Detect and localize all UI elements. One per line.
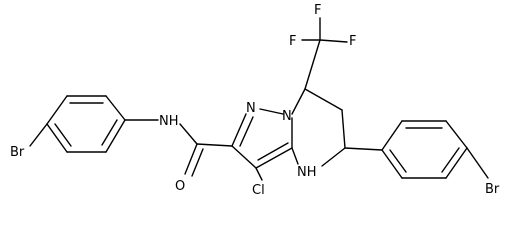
atom-n-bridgehead: N [282,109,292,124]
atom-cl: Cl [252,183,265,198]
bond-la-1 [105,95,126,121]
bond-c2-carbonyl [196,143,233,147]
bond-ra-d3 [389,149,407,173]
bond-nh-c3a [291,147,299,165]
bond-c2-c3 [231,145,257,169]
bond-ra-6 [381,149,403,179]
bond-carbonyl-o [184,143,198,175]
bond-c7-c6 [304,88,343,111]
structure-canvas: F F F N N NH NH O Cl Br Br [10,3,500,198]
bond-la-d3 [101,119,118,146]
bond-la-4 [46,123,68,153]
bond-n-c2-double [239,116,254,147]
atom-nh-ring: NH [297,165,317,180]
bond-n-n [259,108,284,115]
bond-c7-n [291,88,306,115]
bond-c3-c3a [255,147,293,169]
atom-o-carbonyl: O [175,179,185,194]
atom-labels: F F F N N NH NH O Cl Br Br [10,3,500,198]
bond-ra-d2 [441,147,460,173]
molecule-drawing: F F F N N NH NH O Cl Br Br [10,3,500,198]
bond-la-6 [105,119,126,153]
bonds [29,17,489,181]
bond-ra-4 [445,147,468,179]
bond-la-d2 [54,123,72,147]
bond-c3-cl [255,167,263,181]
bond-ra-br [466,147,489,179]
bond-la-3 [46,95,68,125]
bond-la-br [29,123,48,147]
bond-c5-aryl [344,147,383,151]
atom-f-right: F [349,34,356,49]
atom-f-top: F [314,3,321,18]
atom-f-left: F [289,34,296,49]
bond-c7-cf3 [304,39,321,90]
bond-c5-nh [321,147,346,167]
bond-ra-3 [445,120,468,149]
bond-c6-c5 [341,109,346,149]
bond-n-c2 [231,113,247,147]
atom-nh-amide: NH [159,114,179,129]
atom-n-pyrazole: N [246,101,256,116]
bond-carbonyl-o-double [191,148,204,177]
bond-c3-c3a-double [257,142,289,161]
bond-cf3-f-right [319,39,348,43]
bond-ra-1 [381,120,403,151]
bond-carbonyl-nh [179,123,198,145]
atom-br-right: Br [485,182,500,197]
atom-br-left: Br [10,145,25,160]
